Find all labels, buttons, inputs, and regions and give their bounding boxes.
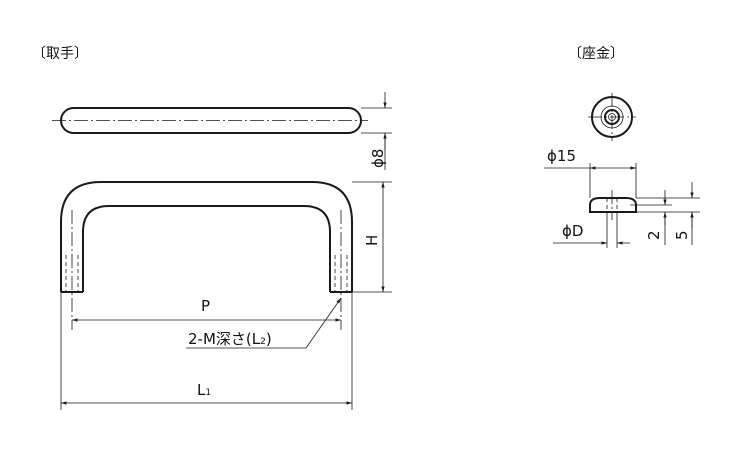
thickness-total-label: 5 — [673, 230, 691, 240]
handle-top-view — [52, 92, 392, 170]
length-label: L1 — [197, 381, 211, 399]
thickness-small-label: 2 — [645, 230, 663, 240]
inner-diameter-label: ϕD — [562, 222, 583, 240]
diameter-label: ϕ8 — [369, 149, 387, 168]
thread-leader — [186, 297, 342, 349]
length-dimension — [60, 292, 353, 410]
washer-top-view — [588, 93, 636, 141]
outer-diameter-dimension — [544, 163, 637, 198]
thickness-dimensions — [630, 182, 700, 245]
washer-section-label: 〔座金〕 — [568, 46, 624, 62]
thread-label: 2-M深さ(L2) — [188, 330, 272, 348]
pitch-label: P — [201, 297, 210, 315]
outer-diameter-label: ϕ15 — [547, 147, 576, 165]
handle-section-label: 〔取手〕 — [32, 46, 88, 62]
inner-diameter-dimension — [553, 212, 630, 248]
height-label: H — [363, 235, 381, 246]
washer-side-view — [589, 190, 637, 220]
height-dimension — [352, 181, 392, 293]
handle-front-view — [60, 181, 353, 330]
